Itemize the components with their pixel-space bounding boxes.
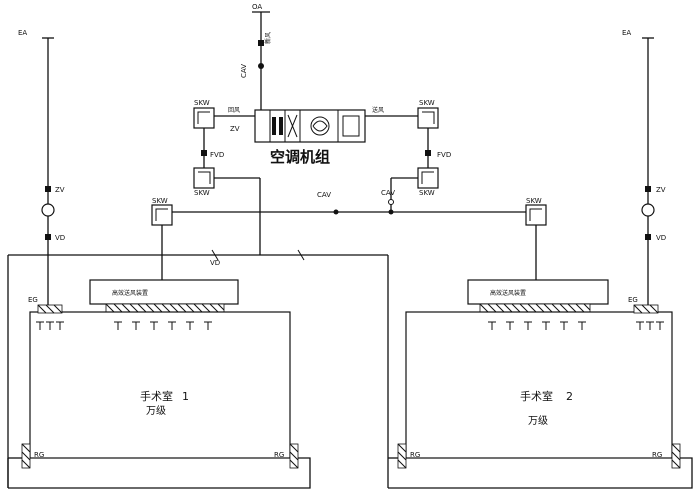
operating-room-1: 高效送风装置 EG 手术室 1 万级 RG RG [7,279,311,489]
svg-text:EG: EG [28,296,38,304]
skw-top-right [417,107,439,129]
svg-text:VD: VD [656,234,666,242]
return-duct-system: SKW FVD SKW VD [7,99,389,488]
exhaust-left-vd-icon [45,234,51,240]
ahu-box [254,109,366,143]
svg-text:CAV: CAV [381,189,395,197]
svg-text:VD: VD [55,234,65,242]
exhaust-right-label: EA [622,29,631,37]
svg-text:SKW: SKW [419,189,435,197]
svg-text:SKW: SKW [152,197,168,205]
svg-text:SKW: SKW [194,189,210,197]
skw-mid-right [417,167,439,189]
fvd-left-label: FVD [210,151,224,159]
cav-right-icon [388,199,394,205]
exhaust-left-label: EA [18,29,27,37]
exhaust-fan-left-icon [41,203,55,217]
exhaust-right: EA ZV VD [622,29,666,305]
skw-left [151,204,173,226]
room-2-box [405,311,673,459]
exhaust-left-zv-icon [45,186,51,192]
svg-text:SKW: SKW [419,99,435,107]
ahu-title: 空调机组 [270,148,330,166]
return-vd-label: VD [210,259,220,267]
hepa-supply-label-2: 高效送风装置 [490,289,526,297]
svg-text:CAV: CAV [317,191,331,199]
cav-center-icon [333,209,339,215]
return-air-label: 回风 [228,107,240,114]
hepa-supply-box-2 [467,279,609,305]
supply-air-label: 送风 [372,106,384,114]
fresh-air-label: OA [252,3,262,11]
svg-text:RG: RG [34,451,44,459]
fresh-air-intake: OA 新风 CAV [240,3,272,110]
svg-text:EG: EG [628,296,638,304]
skw-top-left [193,107,215,129]
skw-right [525,204,547,226]
exhaust-right-zv-icon [645,186,651,192]
svg-text:ZV: ZV [656,186,666,194]
fresh-air-damper-icon [258,40,264,46]
filter2-icon [279,117,283,135]
operating-room-2: 高效送风装置 EG 手术室 2 万级 RG RG [388,279,693,489]
fvd-right-label: FVD [437,151,451,159]
room-2-grade: 万级 [528,415,548,427]
air-handling-unit: 空调机组 回风 送风 ZV [228,106,384,166]
room-1-name: 手术室 [140,389,173,403]
fvd-left-icon [201,150,207,156]
ahu-zv-label: ZV [230,125,240,133]
hepa-supply-box-1 [89,279,239,305]
room-2-name: 手术室 [520,389,553,403]
svg-text:RG: RG [274,451,284,459]
room-1-box [29,311,291,459]
fresh-air-cav-icon [258,63,264,69]
room-1-grade: 万级 [146,405,166,417]
fvd-right-icon [425,150,431,156]
hepa-supply-label-1: 高效送风装置 [112,289,148,297]
svg-text:SKW: SKW [526,197,542,205]
heater-icon [342,115,360,137]
room-2-number: 2 [566,390,573,403]
fresh-air-cav-label: CAV [240,64,248,78]
supply-duct-system: SKW FVD SKW CAV CAV SKW SKW [151,99,547,280]
svg-text:RG: RG [410,451,420,459]
filter-icon [272,117,276,135]
skw-mid-left [193,167,215,189]
fan-icon [310,116,330,136]
fresh-air-tag: 新风 [264,32,272,44]
svg-text:RG: RG [652,451,662,459]
room-1-number: 1 [182,390,189,403]
exhaust-left: EA ZV VD [18,29,65,305]
svg-text:SKW: SKW [194,99,210,107]
exhaust-right-vd-icon [645,234,651,240]
svg-text:ZV: ZV [55,186,65,194]
exhaust-fan-right-icon [641,203,655,217]
